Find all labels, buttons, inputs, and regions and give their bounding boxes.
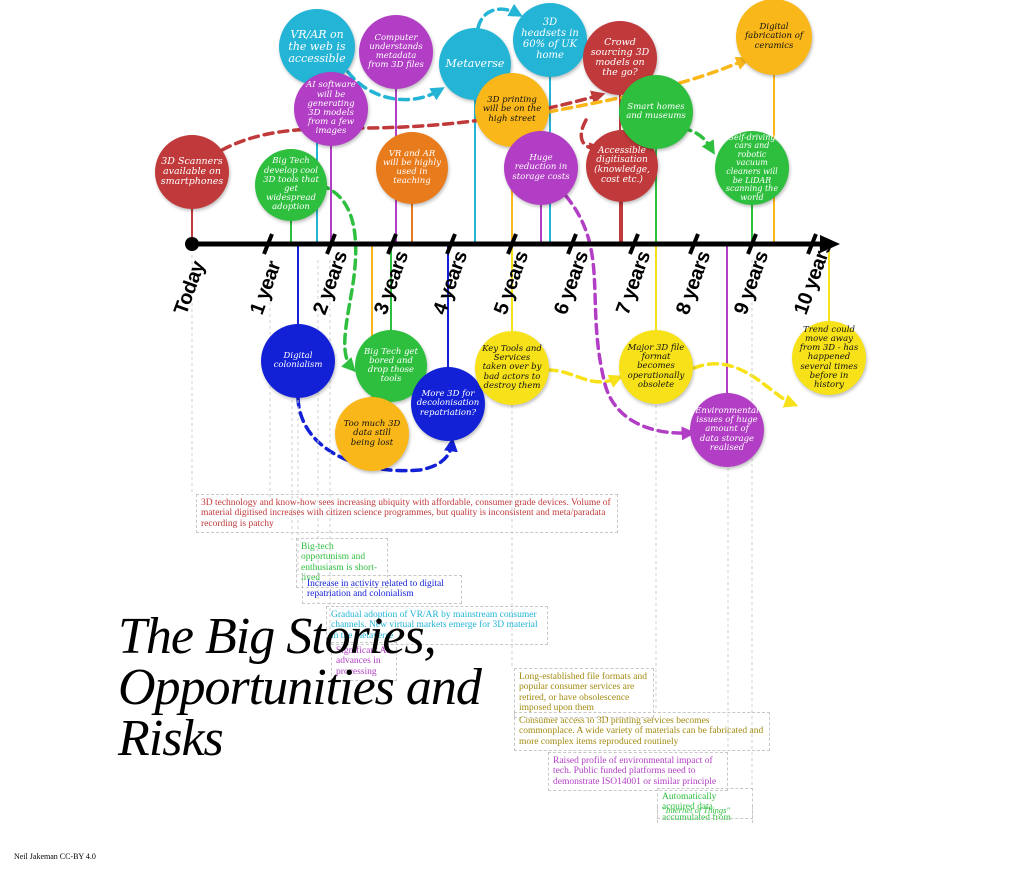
event-bubble-e6: VR and AR will be highly used in teachin… xyxy=(376,132,448,204)
timeline-tick-5 xyxy=(506,233,518,255)
bubble-label: Major 3D file format becomes operational… xyxy=(627,343,685,390)
timeline-tick-2 xyxy=(325,233,337,255)
story-note-s5: Significant AI advances in processing xyxy=(331,642,397,682)
bubble-label: VR/AR on the web is accessible xyxy=(288,28,346,65)
event-bubble-e2: Big Tech develop cool 3D tools that get … xyxy=(255,149,327,221)
bubble-label: Self-driving cars and robotic vacuum cle… xyxy=(725,132,779,202)
bubble-label: Crowd sourcing 3D models on the go? xyxy=(590,36,650,79)
event-bubble-e4: AI software will be generating 3D models… xyxy=(294,72,368,146)
bubble-label: Huge reduction in storage costs xyxy=(512,153,570,182)
bubble-label: Too much 3D data still being lost xyxy=(343,419,401,448)
story-note-s6: Long-established file formats and popula… xyxy=(514,668,654,718)
credit-line: Neil Jakeman CC-BY 4.0 xyxy=(14,852,96,861)
bubble-label: 3D headsets in 60% of UK home xyxy=(521,17,579,61)
bubble-label: Accessible digitisation (knowledge, cost… xyxy=(594,145,650,185)
bubble-label: Big Tech get bored and drop those tools xyxy=(364,346,418,385)
story-note-s2: Big-tech opportunism and enthusiasm is s… xyxy=(296,538,388,588)
bubble-label: More 3D for decolonisation repatriation? xyxy=(416,389,480,418)
timeline-tick-6 xyxy=(566,233,578,255)
event-bubble-e5: Computer understands metadata from 3D fi… xyxy=(359,15,433,89)
story-note-s9: Automatically acquired data accumulated … xyxy=(657,788,753,824)
timeline-start-dot xyxy=(185,237,199,251)
risk-bubble-b7: Environmental issues of huge amount of d… xyxy=(690,393,764,467)
arrow-bigtech-to-drop xyxy=(318,183,358,373)
bubble-label: Digital colonialism xyxy=(273,350,323,370)
bubble-label: 3D Scanners available on smartphones xyxy=(160,155,224,188)
bubble-label: Trend could move away from 3D - has happ… xyxy=(799,324,859,390)
story-note-s7: Consumer access to 3D printing services … xyxy=(514,712,770,752)
bubble-label: Environmental issues of huge amount of d… xyxy=(695,406,759,453)
timeline-tick-8 xyxy=(688,233,700,255)
arrow-colonialism-to-decolonisation xyxy=(296,396,458,473)
bubble-label: Computer understands metadata from 3D fi… xyxy=(368,32,424,71)
timeline-tick-3 xyxy=(386,233,398,255)
arrow-storage-to-environmental xyxy=(564,194,696,441)
story-note-s1: 3D technology and know-how sees increasi… xyxy=(196,494,618,534)
story-note-s9b: "Internet of Things" xyxy=(657,805,753,820)
risk-bubble-b8: Trend could move away from 3D - has happ… xyxy=(792,321,866,395)
risk-bubble-b6: Major 3D file format becomes operational… xyxy=(619,330,693,404)
event-bubble-e1: 3D Scanners available on smartphones xyxy=(155,135,229,209)
risk-bubble-b5: Key Tools and Services taken over by bad… xyxy=(475,331,549,405)
event-bubble-e3: VR/AR on the web is accessible xyxy=(279,9,355,85)
bubble-label: Key Tools and Services taken over by bad… xyxy=(482,344,542,391)
bubble-label: Digital fabrication of ceramics xyxy=(745,22,803,51)
timeline-tick-1 xyxy=(262,233,274,255)
risk-bubble-b1: Digital colonialism xyxy=(261,324,335,398)
arrow-vrar-to-metaverse xyxy=(346,70,445,102)
bubble-label: Big Tech develop cool 3D tools that get … xyxy=(263,156,319,213)
bubble-label: AI software will be generating 3D models… xyxy=(306,80,356,137)
story-note-s3: Increase in activity related to digital … xyxy=(302,575,462,604)
event-bubble-e15: Self-driving cars and robotic vacuum cle… xyxy=(715,131,789,205)
story-note-s4: Gradual adoption of VR/AR by mainstream … xyxy=(326,606,548,646)
timeline-tick-10 xyxy=(806,233,818,255)
timeline-tick-9 xyxy=(746,233,758,255)
timeline-tick-7 xyxy=(628,233,640,255)
bubble-label: Metaverse xyxy=(445,57,505,71)
event-bubble-e14: Digital fabrication of ceramics xyxy=(736,0,812,75)
event-bubble-e13: Smart homes and museums xyxy=(619,75,693,149)
arrow-metaverse-to-headsets xyxy=(476,3,523,30)
story-note-s8: Raised profile of environmental impact o… xyxy=(548,752,728,792)
arrow-keytools-to-fileformat xyxy=(546,368,624,388)
event-bubble-e10: Huge reduction in storage costs xyxy=(504,131,578,205)
page-title: The Big Stories, Opportunities and Risks xyxy=(118,608,482,767)
bubble-label: VR and AR will be highly used in teachin… xyxy=(383,148,441,187)
timeline-arrowhead xyxy=(820,235,840,253)
risk-bubble-b3: Too much 3D data still being lost xyxy=(335,397,409,471)
bubble-label: 3D printing will be on the high street xyxy=(482,95,542,124)
risk-bubble-b4: More 3D for decolonisation repatriation? xyxy=(411,367,485,441)
timeline-tick-4 xyxy=(445,233,457,255)
event-bubble-e8: 3D headsets in 60% of UK home xyxy=(513,3,587,77)
bubble-label: Smart homes and museums xyxy=(626,101,686,121)
